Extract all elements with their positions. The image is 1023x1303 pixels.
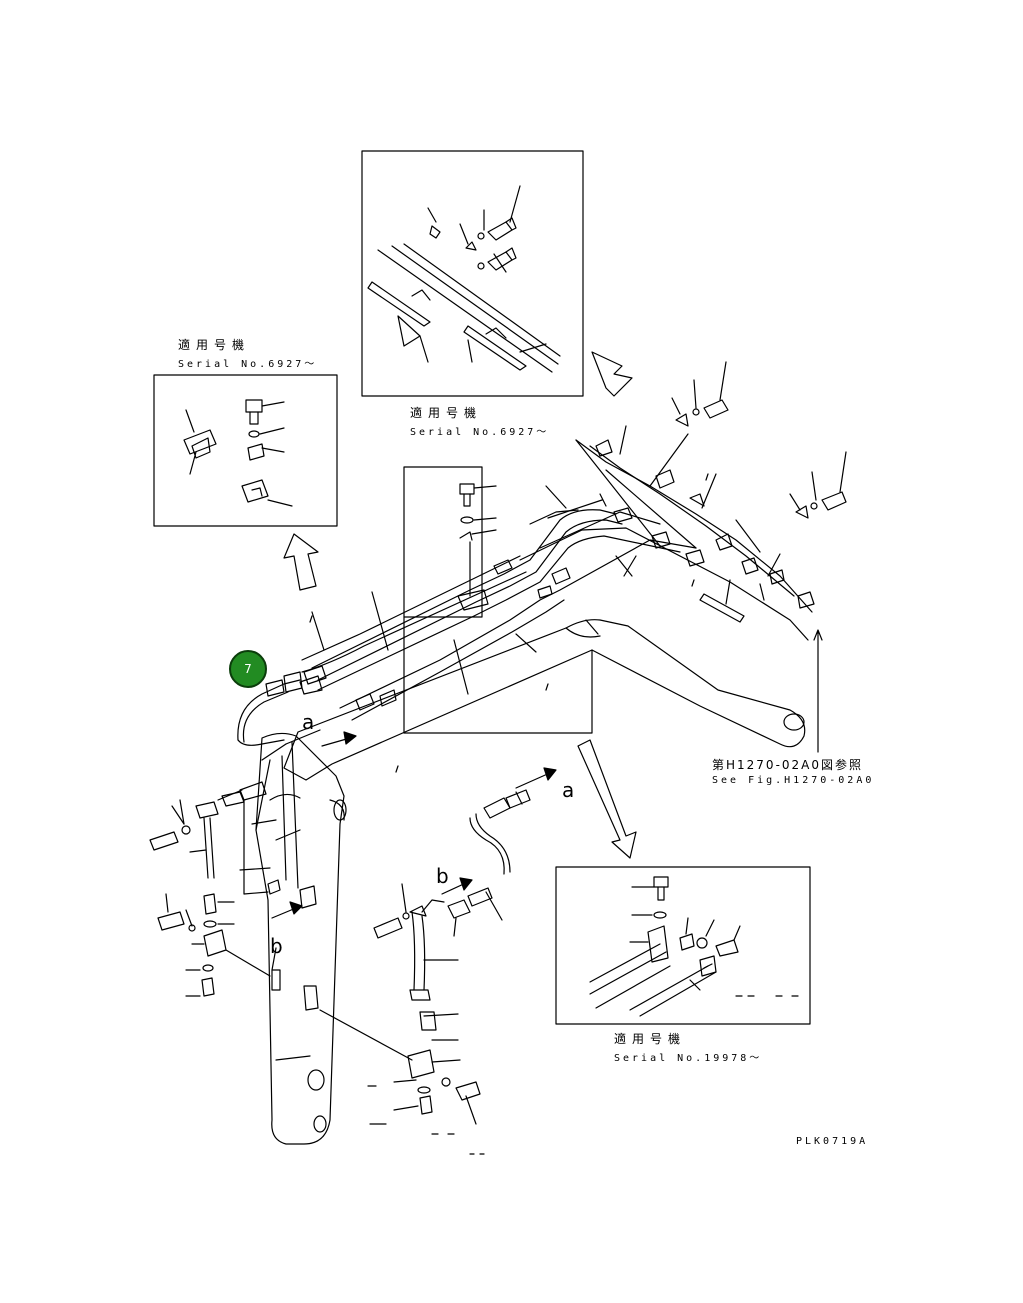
arm-lower-block: [319, 1009, 485, 1155]
inset-left-caption-jp: 適用号機: [178, 338, 251, 352]
arrow-a-lower-head: [543, 767, 557, 781]
boom-foot-hoses: [237, 671, 303, 746]
inset-top-center-parts: [367, 185, 561, 373]
arrow-b-upper-head: [459, 877, 473, 891]
tick-marks: [309, 473, 709, 773]
inset-center-parts: [457, 483, 497, 611]
inset-box-center: [403, 466, 483, 618]
left-fittings: [149, 781, 277, 997]
arrow-b-lower-head: [289, 901, 303, 915]
inset-left-parts: [183, 399, 293, 507]
upper-right-hoses: [575, 361, 847, 623]
reference-en: See Fig.H1270-02A0: [712, 775, 875, 786]
boom-body: [283, 499, 809, 781]
arrow-to-left-inset: [283, 533, 319, 591]
inset-box-left: [153, 374, 338, 527]
inset-top-caption-jp: 適用号機: [410, 406, 483, 420]
callout-marker[interactable]: 7: [229, 650, 267, 688]
arrow-to-bottom-right-inset: [577, 739, 637, 859]
hose-lower-center: [373, 789, 531, 1041]
reference-jp: 第H1270-02A0図参照: [712, 758, 864, 772]
inset-bottom-caption-jp: 適用号機: [614, 1032, 687, 1046]
callout-a-lower: a: [562, 778, 575, 802]
drawing-code: PLK0719A: [796, 1136, 869, 1147]
callout-b-upper: b: [436, 864, 449, 888]
boom-hoses: [299, 485, 705, 721]
callout-a-upper: a: [302, 710, 315, 734]
inset-left-caption-serial: Serial No.6927〜: [178, 359, 318, 370]
inset-box-center-frame: [403, 616, 593, 734]
arrow-a-upper-head: [343, 731, 357, 745]
reference-leader: [813, 629, 823, 753]
inset-top-caption-serial: Serial No.6927〜: [410, 427, 550, 438]
arm-body: [255, 732, 347, 1145]
inset-bottom-caption-serial: Serial No.19978〜: [614, 1053, 763, 1064]
inset-bottom-right-parts: [589, 876, 799, 1017]
inset-box-bottom-right: [555, 866, 811, 1025]
inset-box-top-center: [361, 150, 584, 397]
arrow-to-top-inset: [591, 351, 633, 397]
callout-b-lower: b: [270, 934, 283, 958]
